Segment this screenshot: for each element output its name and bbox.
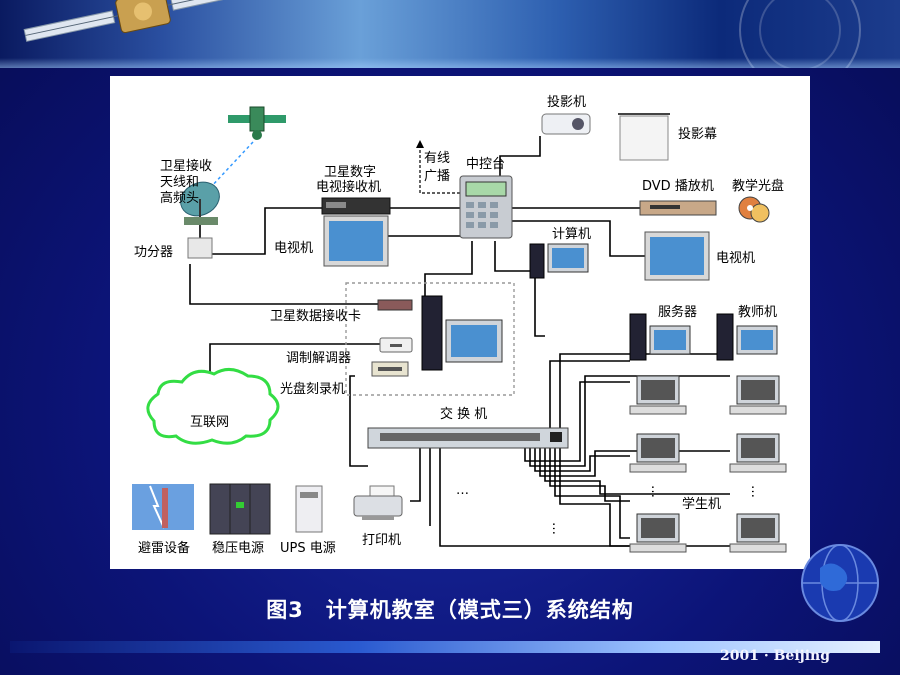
label-switch: 交 换 机 <box>440 406 487 422</box>
footer-text: 2001 · Beijing <box>720 648 830 664</box>
projector-icon <box>541 113 591 135</box>
voltage-regulator-icon <box>209 483 271 535</box>
cd-burner-icon <box>371 361 409 377</box>
printer-icon <box>353 485 403 520</box>
label-screen: 投影幕 <box>678 126 717 142</box>
central-controller-icon <box>459 175 513 239</box>
satellite-signal <box>209 141 254 189</box>
sat-tv-receiver-icon <box>321 197 391 215</box>
label-dvd: DVD 播放机 <box>642 179 714 194</box>
label-disc: 教学光盘 <box>732 178 784 194</box>
label-dots-2: … <box>549 522 564 535</box>
splitter-icon <box>187 237 213 259</box>
label-sat-receiver-2: 电视接收机 <box>316 179 381 195</box>
diagram-canvas: 卫星接收 天线和 高频头 功分器 卫星数字 电视接收机 电视机 有线 广播 中控… <box>132 94 787 556</box>
satellite-icon <box>228 106 286 140</box>
label-tv-left: 电视机 <box>274 241 313 256</box>
label-tv-right: 电视机 <box>716 251 755 266</box>
label-server: 服务器 <box>658 304 697 320</box>
tv-left-icon <box>323 215 389 267</box>
teacher-pc-icon <box>716 313 778 361</box>
server-icon <box>629 313 691 361</box>
label-modem: 调制解调器 <box>286 351 351 366</box>
label-sat-antenna-3: 高频头 <box>160 190 199 206</box>
globe-icon <box>801 544 879 622</box>
tv-right-icon <box>644 231 710 281</box>
label-computer: 计算机 <box>552 227 591 242</box>
label-dots-3: … <box>648 485 663 498</box>
connection-lines <box>189 136 735 547</box>
label-regulator: 稳压电源 <box>212 540 264 556</box>
main-pc-icon <box>421 295 503 371</box>
label-data-card: 卫星数据接收卡 <box>270 308 361 324</box>
label-central: 中控台 <box>466 157 505 172</box>
satellite-dish-icon <box>180 181 220 225</box>
label-dots-1: … <box>456 483 469 498</box>
network-switch-icon <box>367 427 569 449</box>
label-student: 学生机 <box>682 496 721 512</box>
disc-icon <box>738 196 770 223</box>
label-internet: 互联网 <box>190 415 229 430</box>
dvd-player-icon <box>639 200 717 216</box>
label-cd-burner: 光盘刻录机 <box>280 381 345 397</box>
diagram-labels: 卫星接收 天线和 高频头 功分器 卫星数字 电视接收机 电视机 有线 广播 中控… <box>134 94 784 556</box>
system-diagram: 卫星接收 天线和 高频头 功分器 卫星数字 电视接收机 电视机 有线 广播 中控… <box>110 76 810 569</box>
label-sat-antenna-2: 天线和 <box>160 175 199 190</box>
label-lightning: 避雷设备 <box>138 540 190 556</box>
cable-broadcast-arrow <box>419 146 460 194</box>
label-cable-1: 有线 <box>424 151 450 166</box>
satellite-banner-icon <box>23 0 861 68</box>
label-splitter: 功分器 <box>134 245 173 260</box>
data-card-icon <box>377 299 413 311</box>
student-pc-icons <box>629 375 787 553</box>
internet-cloud-icon <box>146 368 280 445</box>
lightning-protection-icon <box>132 484 194 530</box>
figure-caption: 图3 计算机教室（模式三）系统结构 <box>266 598 634 622</box>
label-ups: UPS 电源 <box>280 541 336 556</box>
label-sat-receiver-1: 卫星数字 <box>324 165 376 180</box>
ups-icon <box>295 485 323 533</box>
label-sat-antenna-1: 卫星接收 <box>160 158 212 174</box>
label-cable-2: 广播 <box>424 169 450 184</box>
projection-screen-icon <box>618 113 670 161</box>
label-printer: 打印机 <box>362 533 401 548</box>
pc-group-box <box>345 282 515 396</box>
label-projector: 投影机 <box>547 94 586 110</box>
label-dots-4: … <box>748 485 763 498</box>
modem-icon <box>379 337 413 353</box>
label-teacher: 教师机 <box>738 304 777 320</box>
computer-icon <box>529 243 589 279</box>
footer-bar <box>10 641 880 653</box>
header-banner <box>0 0 900 68</box>
